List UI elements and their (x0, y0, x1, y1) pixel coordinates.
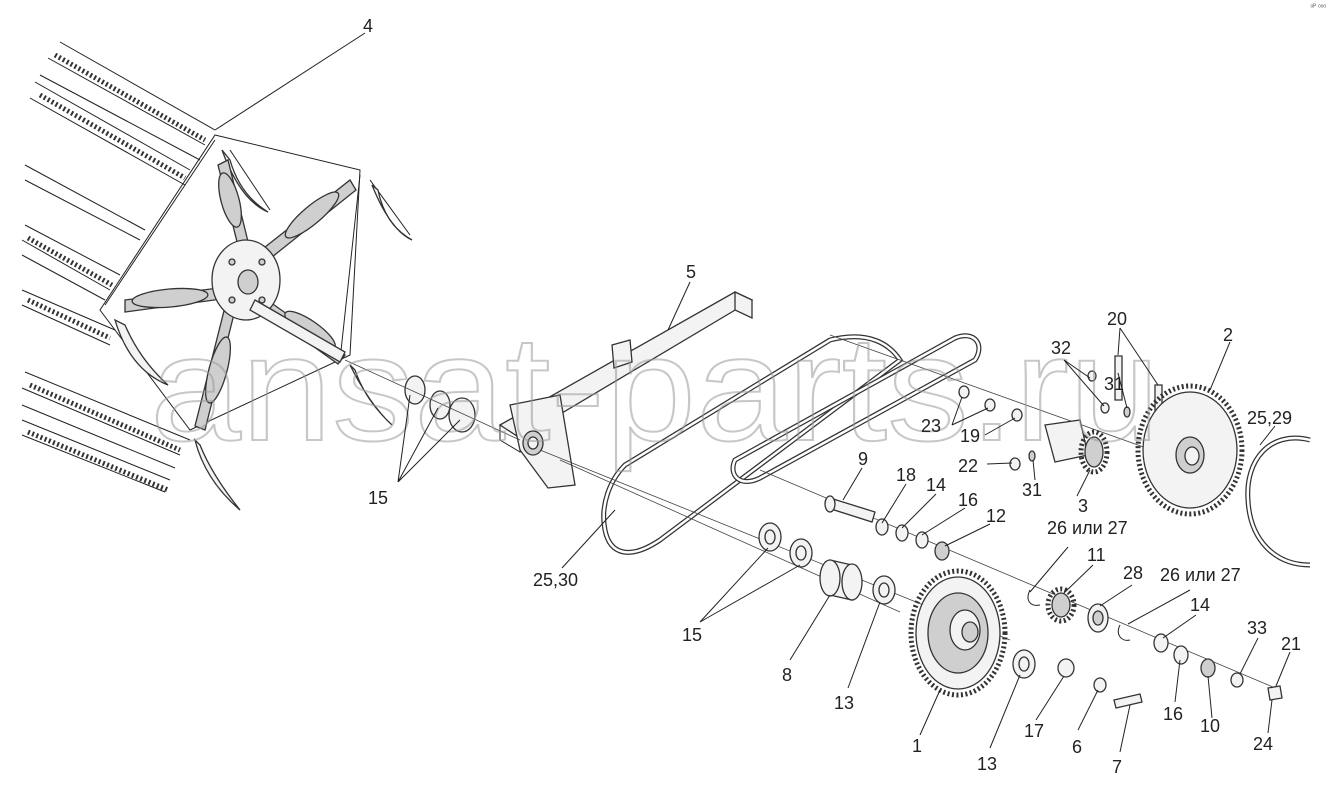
right-side-fasteners (1012, 586, 1283, 709)
shaft-stack-9 (824, 495, 950, 561)
leader-lines (214, 32, 1291, 753)
callout-4: 4 (363, 16, 373, 36)
callout-9: 9 (858, 449, 868, 469)
callout-6: 6 (1072, 737, 1082, 757)
corner-mark: ᵒᴾ ᵒᵒᵒ (1310, 4, 1326, 11)
callout-12: 12 (986, 506, 1006, 526)
callout-3: 3 (1078, 496, 1088, 516)
belt-25-30 (601, 333, 982, 555)
reel-assembly (21, 41, 413, 511)
belt-25-29 (1245, 435, 1311, 568)
callout-19: 19 (960, 426, 980, 446)
callout-labels: 4 5 15 25,30 9 18 14 16 12 15 8 13 1 13 … (363, 16, 1301, 777)
callout-10: 10 (1200, 716, 1220, 736)
callout-18: 18 (896, 465, 916, 485)
callout-14a: 14 (926, 475, 946, 495)
callout-28: 28 (1123, 563, 1143, 583)
callout-13a: 13 (834, 693, 854, 713)
callout-15-spacer: 15 (682, 625, 702, 645)
callout-14b: 14 (1190, 595, 1210, 615)
callout-17: 17 (1024, 721, 1044, 741)
callout-23: 23 (921, 416, 941, 436)
reel-tine-bars (21, 41, 216, 493)
callout-31a: 31 (1022, 480, 1042, 500)
callout-32: 32 (1051, 338, 1071, 358)
watermark: ansat-parts.ru (150, 304, 1160, 472)
callout-5: 5 (686, 262, 696, 282)
callout-21: 21 (1281, 634, 1301, 654)
callout-25-29: 25,29 (1247, 408, 1292, 428)
callout-15-reel: 15 (368, 488, 388, 508)
callout-8: 8 (782, 665, 792, 685)
callout-26-27a: 26 или 27 (1047, 518, 1128, 538)
sprocket-1 (908, 568, 1008, 698)
tube-bracket-part-5 (498, 290, 754, 489)
callout-16a: 16 (958, 490, 978, 510)
callout-20: 20 (1107, 309, 1127, 329)
callout-1: 1 (912, 736, 922, 756)
reel-frame (99, 134, 413, 511)
callout-16b: 16 (1163, 704, 1183, 724)
sprocket-2 (1135, 383, 1245, 517)
callout-22: 22 (958, 456, 978, 476)
callout-25-30: 25,30 (533, 570, 578, 590)
sprocket-3-bracket (958, 355, 1163, 475)
callout-33: 33 (1247, 618, 1267, 638)
reel-hub (211, 239, 346, 363)
callout-31b: 31 (1104, 374, 1124, 394)
spacer-stack-8 (758, 522, 896, 605)
callout-13b: 13 (977, 754, 997, 774)
callout-7: 7 (1112, 757, 1122, 777)
callout-2: 2 (1223, 325, 1233, 345)
callout-26-27b: 26 или 27 (1160, 565, 1241, 585)
callout-24: 24 (1253, 734, 1273, 754)
callout-11: 11 (1087, 545, 1106, 565)
